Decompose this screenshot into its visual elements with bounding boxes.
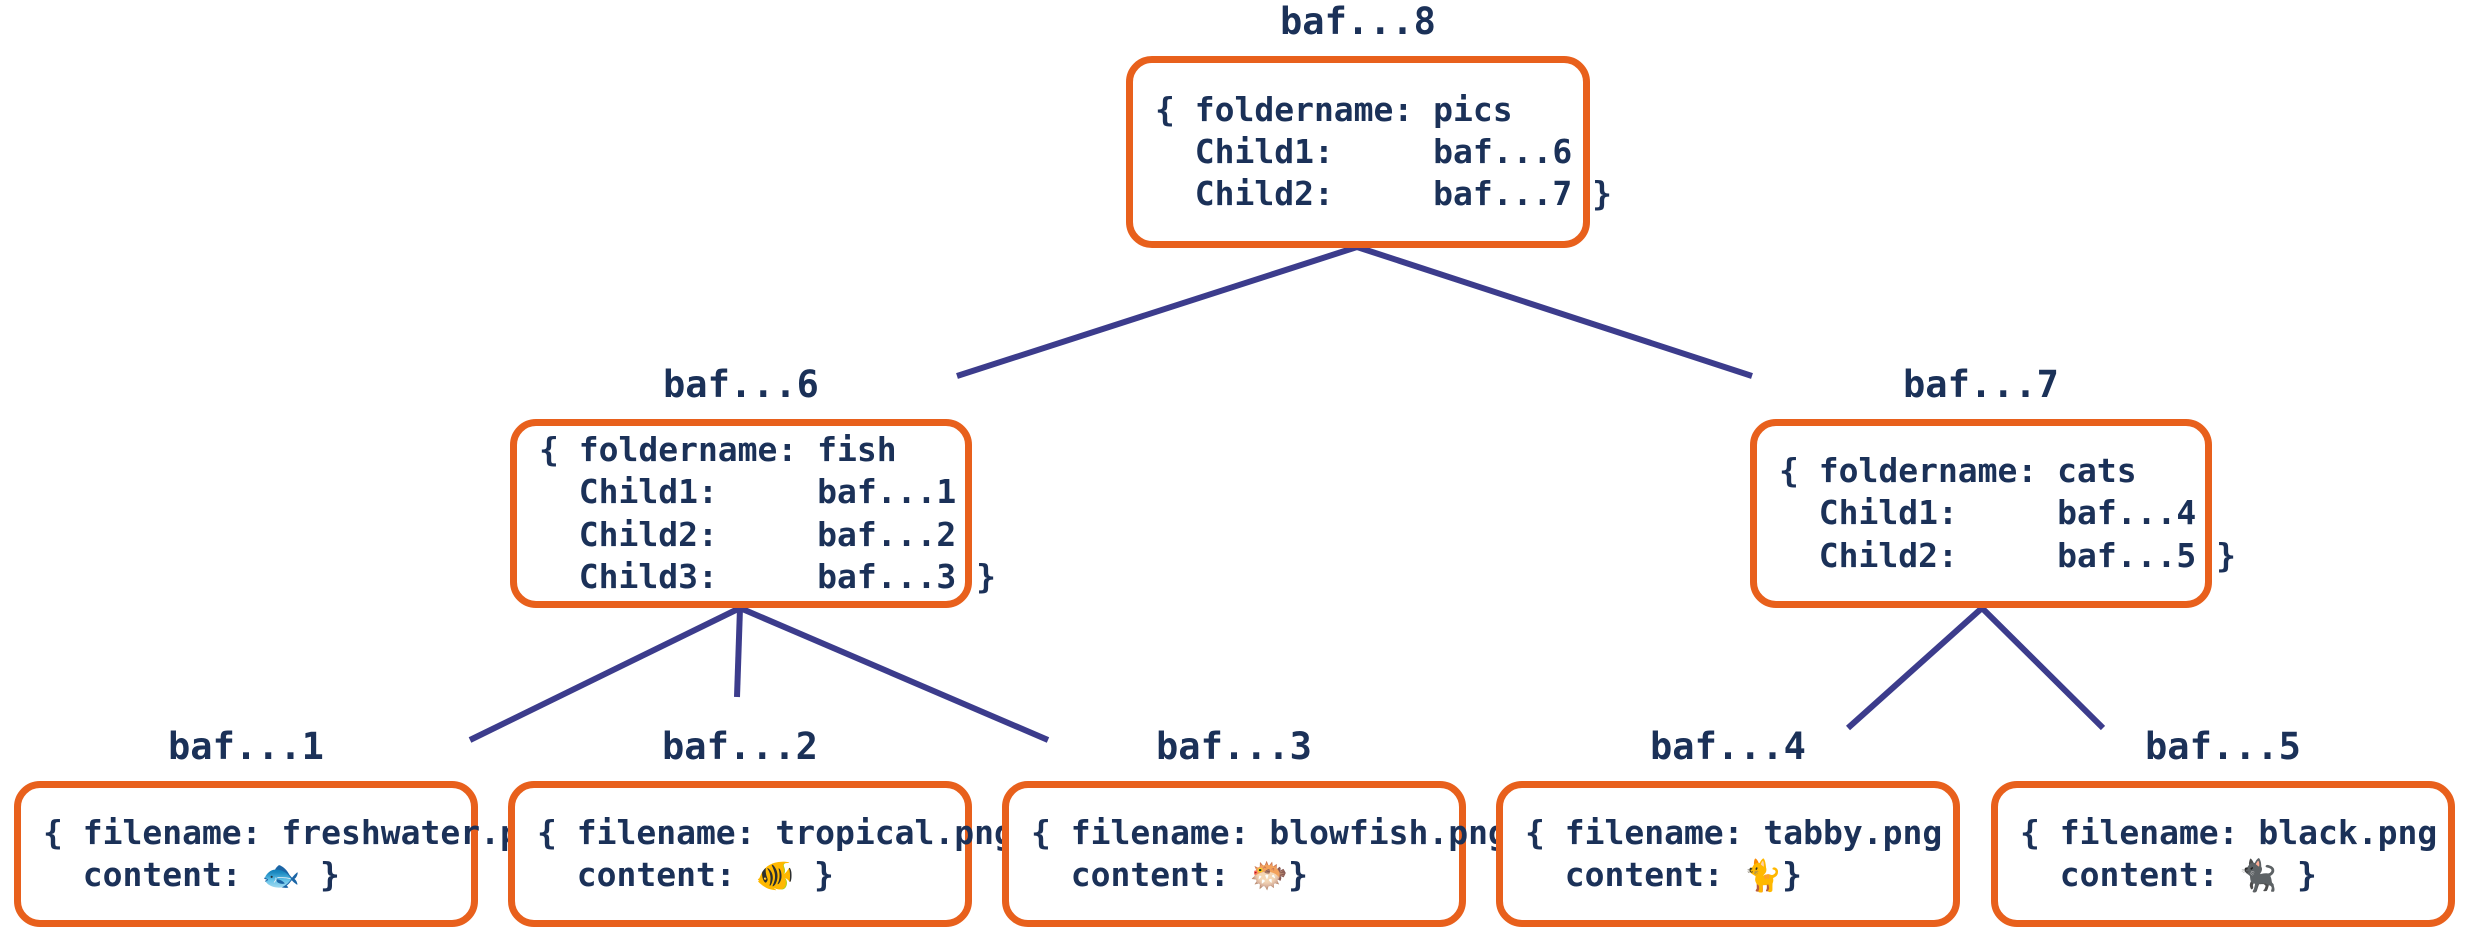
- fish-icon: 🐟: [261, 857, 301, 894]
- edge-fish-to-blowfish: [738, 605, 1050, 743]
- node-line-child3: Child3: baf...3 }: [539, 556, 996, 596]
- node-cats[interactable]: baf...7 { foldername: cats Child1: baf..…: [1750, 363, 2236, 608]
- node-box-tropical[interactable]: { filename: tropical.png content: 🐠 }: [508, 781, 1014, 927]
- node-line-filename: { filename: tropical.png: [537, 812, 1014, 852]
- node-line-filename: { filename: black.png: [2020, 812, 2438, 852]
- node-box-fish[interactable]: { foldername: fish Child1: baf...1 Child…: [510, 419, 996, 608]
- node-label-freshwater: baf...1: [168, 725, 324, 768]
- node-line-content-prefix: content:: [2020, 854, 2239, 894]
- node-line-child2: Child2: baf...7 }: [1155, 174, 1612, 214]
- node-content-tropical: { filename: tropical.png content: 🐠 }: [515, 812, 1014, 897]
- node-line-child1: Child1: baf...1: [539, 472, 957, 512]
- node-line-foldername: { foldername: fish: [539, 430, 897, 470]
- node-label-tabby: baf...4: [1650, 725, 1806, 768]
- edge-cats-to-black: [1979, 605, 2106, 731]
- node-content-blowfish: { filename: blowfish.png content: 🐡}: [1009, 812, 1508, 897]
- node-content-root: { foldername: pics Child1: baf...6 Child…: [1133, 89, 1612, 216]
- edge-fish-to-tropical: [734, 607, 743, 698]
- node-box-cats[interactable]: { foldername: cats Child1: baf...4 Child…: [1750, 419, 2236, 608]
- node-content-tabby: { filename: tabby.png content: 🐈}: [1503, 812, 1953, 897]
- edge-root-to-fish: [956, 244, 1358, 379]
- node-box-blowfish[interactable]: { filename: blowfish.png content: 🐡}: [1002, 781, 1508, 927]
- node-line-content-prefix: content:: [1525, 854, 1744, 894]
- node-line-filename: { filename: blowfish.png: [1031, 812, 1508, 852]
- node-label-root: baf...8: [1280, 0, 1436, 43]
- node-line-content-prefix: content:: [1031, 854, 1250, 894]
- node-label-fish: baf...6: [663, 363, 819, 406]
- edge-cats-to-tabby: [1845, 605, 1985, 731]
- node-line-content-suffix: }: [1288, 854, 1309, 894]
- blowfish-icon: 🐡: [1249, 857, 1289, 894]
- node-line-foldername: { foldername: cats: [1779, 451, 2137, 491]
- node-line-child2: Child2: baf...2: [539, 514, 957, 554]
- node-content-black: { filename: black.png content: 🐈‍⬛ }: [1998, 812, 2448, 897]
- node-content-cats: { foldername: cats Child1: baf...4 Child…: [1757, 450, 2236, 577]
- node-label-blowfish: baf...3: [1156, 725, 1312, 768]
- node-root[interactable]: baf...8 { foldername: pics Child1: baf..…: [1126, 0, 1612, 248]
- node-blowfish[interactable]: baf...3 { filename: blowfish.png content…: [1002, 725, 1508, 937]
- node-line-child1: Child1: baf...6: [1155, 131, 1573, 171]
- node-box-tabby[interactable]: { filename: tabby.png content: 🐈}: [1496, 781, 1960, 927]
- edge-root-to-cats: [1356, 244, 1753, 379]
- node-label-black: baf...5: [2145, 725, 2301, 768]
- node-tabby[interactable]: baf...4 { filename: tabby.png content: 🐈…: [1496, 725, 1960, 937]
- node-line-child1: Child1: baf...4: [1779, 493, 2197, 533]
- edge-fish-to-freshwater: [468, 605, 742, 743]
- node-label-cats: baf...7: [1903, 363, 2059, 406]
- node-tropical[interactable]: baf...2 { filename: tropical.png content…: [508, 725, 1014, 937]
- node-box-root[interactable]: { foldername: pics Child1: baf...6 Child…: [1126, 56, 1612, 248]
- cat-icon: 🐈: [1743, 857, 1783, 894]
- node-line-content-prefix: content:: [43, 854, 262, 894]
- node-line-content-prefix: content:: [537, 854, 756, 894]
- node-black[interactable]: baf...5 { filename: black.png content: 🐈…: [1991, 725, 2455, 937]
- tropical-fish-icon: 🐠: [755, 857, 795, 894]
- node-line-content-suffix: }: [300, 854, 340, 894]
- node-line-content-suffix: }: [1782, 854, 1803, 894]
- node-content-fish: { foldername: fish Child1: baf...1 Child…: [517, 429, 996, 598]
- black-cat-icon: 🐈‍⬛: [2238, 857, 2278, 894]
- node-line-foldername: { foldername: pics: [1155, 89, 1513, 129]
- node-label-tropical: baf...2: [662, 725, 818, 768]
- node-box-black[interactable]: { filename: black.png content: 🐈‍⬛ }: [1991, 781, 2455, 927]
- node-content-freshwater: { filename: freshwater.png content: 🐟 }: [21, 812, 560, 897]
- node-line-filename: { filename: tabby.png: [1525, 812, 1943, 852]
- node-freshwater[interactable]: baf...1 { filename: freshwater.png conte…: [14, 725, 560, 937]
- node-line-content-suffix: }: [2277, 854, 2317, 894]
- node-fish[interactable]: baf...6 { foldername: fish Child1: baf..…: [510, 363, 996, 608]
- node-box-freshwater[interactable]: { filename: freshwater.png content: 🐟 }: [14, 781, 560, 927]
- node-line-child2: Child2: baf...5 }: [1779, 535, 2236, 575]
- node-line-filename: { filename: freshwater.png: [43, 812, 560, 852]
- node-line-content-suffix: }: [794, 854, 834, 894]
